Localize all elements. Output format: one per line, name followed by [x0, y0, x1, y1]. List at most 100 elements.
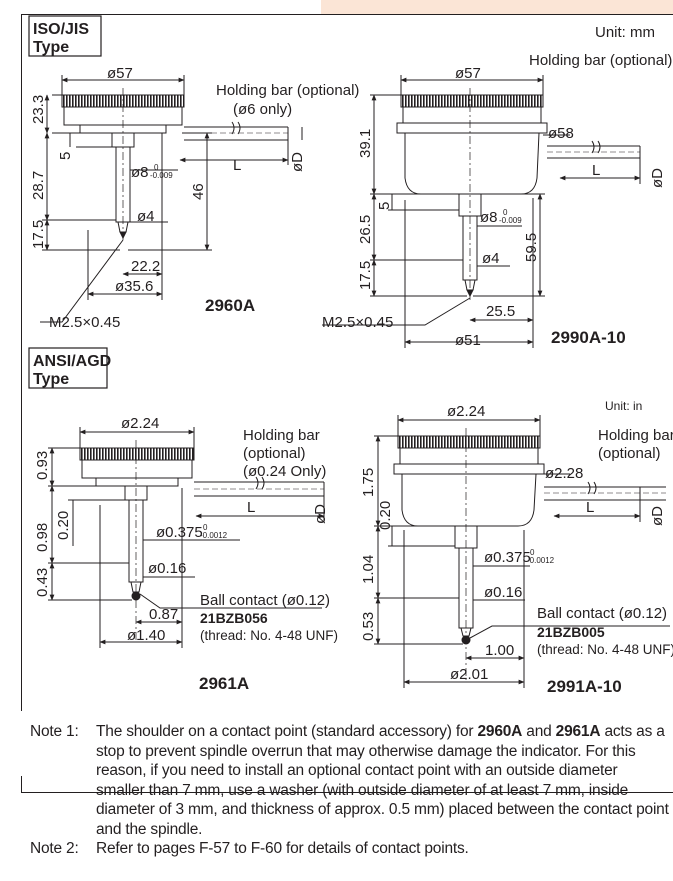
drawing-2990a: [322, 75, 641, 348]
svg-text:Type: Type: [33, 39, 69, 56]
note-1-model-b: 2961A: [555, 723, 601, 740]
labels-2961a: ø2.24 Holding bar (optional) (ø0.24 Only…: [34, 415, 338, 644]
svg-text:0.43: 0.43: [34, 568, 51, 597]
svg-text:0: 0: [203, 523, 208, 532]
labels-2991a: ø2.24 Holding bar (optional) ø2.28 1.75 …: [360, 403, 673, 683]
svg-text:22.2: 22.2: [131, 258, 160, 275]
svg-text:ANSI/AGD: ANSI/AGD: [33, 353, 111, 370]
svg-text:21BZB056: 21BZB056: [200, 610, 268, 626]
svg-text:ø0.375: ø0.375: [156, 524, 203, 541]
svg-text:25.5: 25.5: [486, 303, 515, 320]
svg-text:ø0.16: ø0.16: [148, 560, 186, 577]
svg-text:0: 0: [154, 163, 159, 172]
svg-text:28.7: 28.7: [30, 171, 47, 200]
dimension-drawings: ISO/JIS Type ANSI/AGD Type Unit: mm Unit…: [28, 15, 673, 696]
svg-text:(thread: No. 4-48 UNF): (thread: No. 4-48 UNF): [537, 642, 673, 657]
svg-text:-0.009: -0.009: [150, 171, 173, 180]
svg-text:Holding bar: Holding bar: [243, 427, 320, 444]
model-2991a: 2991A-10: [547, 677, 622, 696]
svg-text:ø0.16: ø0.16: [484, 584, 522, 601]
svg-text:øD: øD: [289, 152, 306, 172]
svg-text:Holding bar: Holding bar: [598, 427, 673, 444]
svg-text:ø2.01: ø2.01: [450, 666, 488, 683]
svg-text:ø35.6: ø35.6: [115, 278, 153, 295]
note-1-label: Note 1:: [30, 723, 79, 740]
svg-text:ø8: ø8: [131, 164, 149, 181]
svg-text:ISO/JIS: ISO/JIS: [33, 21, 89, 38]
svg-text:5: 5: [57, 152, 74, 160]
svg-text:ø57: ø57: [455, 65, 481, 82]
svg-text:øD: øD: [312, 504, 329, 524]
unit-in-label: Unit: in: [605, 399, 642, 413]
svg-text:L: L: [592, 162, 600, 179]
svg-text:0.20: 0.20: [377, 501, 394, 530]
svg-text:M2.5×0.45: M2.5×0.45: [322, 314, 393, 331]
svg-text:21BZB005: 21BZB005: [537, 624, 605, 640]
svg-text:1.00: 1.00: [485, 642, 514, 659]
svg-text:ø1.40: ø1.40: [127, 627, 165, 644]
svg-text:ø51: ø51: [455, 332, 481, 349]
bottom-rule: [21, 792, 673, 793]
svg-text:1.04: 1.04: [360, 555, 377, 584]
notes: Note 1: The shoulder on a contact point …: [30, 722, 670, 859]
svg-text:46: 46: [190, 183, 207, 200]
svg-text:ø57: ø57: [107, 65, 133, 82]
svg-text:0: 0: [503, 208, 508, 217]
svg-text:(ø6 only): (ø6 only): [233, 101, 292, 118]
note-1-model-a: 2960A: [477, 723, 523, 740]
note-1: Note 1: The shoulder on a contact point …: [30, 722, 670, 839]
svg-text:23.3: 23.3: [30, 95, 47, 124]
svg-text:L: L: [247, 499, 255, 516]
drawing-2960a: [40, 75, 303, 323]
bottom-rule-stub: [21, 776, 22, 793]
svg-text:5: 5: [376, 202, 393, 210]
svg-text:ø8: ø8: [480, 209, 498, 226]
svg-text:(optional): (optional): [598, 445, 661, 462]
svg-text:59.5: 59.5: [523, 233, 540, 262]
svg-text:39.1: 39.1: [357, 129, 374, 158]
model-2990a: 2990A-10: [551, 328, 626, 347]
note-2: Note 2: Refer to pages F-57 to F-60 for …: [30, 839, 670, 859]
svg-text:17.5: 17.5: [30, 220, 47, 249]
svg-text:L: L: [586, 499, 594, 516]
svg-text:-0.0012: -0.0012: [527, 556, 555, 565]
svg-text:0: 0: [530, 548, 535, 557]
note-1-text-mid: and: [522, 723, 556, 740]
svg-text:(ø0.24 Only): (ø0.24 Only): [243, 463, 326, 480]
svg-text:26.5: 26.5: [357, 215, 374, 244]
svg-text:Holding bar (optional): Holding bar (optional): [216, 82, 359, 99]
svg-text:ø4: ø4: [482, 250, 500, 267]
svg-text:0.98: 0.98: [34, 523, 51, 552]
svg-text:(optional): (optional): [243, 445, 306, 462]
svg-text:0.20: 0.20: [55, 511, 72, 540]
drawing-2961a: [48, 427, 325, 648]
svg-text:ø2.24: ø2.24: [121, 415, 159, 432]
svg-text:17.5: 17.5: [357, 261, 374, 290]
drawing-frame: [21, 14, 673, 711]
svg-text:(thread: No. 4-48 UNF): (thread: No. 4-48 UNF): [200, 628, 338, 643]
model-2960a: 2960A: [205, 296, 255, 315]
note-2-text: Refer to pages F-57 to F-60 for details …: [96, 840, 469, 857]
svg-text:Ball contact (ø0.12): Ball contact (ø0.12): [200, 592, 330, 609]
svg-text:-0.009: -0.009: [499, 216, 522, 225]
svg-text:Type: Type: [33, 371, 69, 388]
header-color-band: [321, 0, 673, 14]
svg-text:M2.5×0.45: M2.5×0.45: [49, 314, 120, 331]
drawing-2991a: [374, 415, 670, 688]
svg-text:0.87: 0.87: [149, 606, 178, 623]
svg-text:Ball contact (ø0.12): Ball contact (ø0.12): [537, 605, 667, 622]
svg-text:0.53: 0.53: [360, 612, 377, 641]
svg-text:Holding bar (optional): Holding bar (optional): [529, 52, 672, 69]
note-1-text-pre: The shoulder on a contact point (standar…: [96, 723, 478, 740]
labels-2990a: ø57 Holding bar (optional) ø58 39.1 5 26…: [322, 52, 672, 349]
note-1-text-post: acts as a stop to prevent spindle overru…: [96, 723, 669, 838]
iso-type-label: ISO/JIS Type: [28, 15, 102, 57]
svg-text:0.93: 0.93: [34, 451, 51, 480]
svg-text:ø2.24: ø2.24: [447, 403, 485, 420]
unit-mm-label: Unit: mm: [595, 24, 655, 41]
svg-text:L: L: [233, 157, 241, 174]
svg-text:ø0.375: ø0.375: [484, 549, 531, 566]
svg-text:ø4: ø4: [137, 208, 155, 225]
note-2-label: Note 2:: [30, 840, 79, 857]
model-2961a: 2961A: [199, 674, 249, 693]
